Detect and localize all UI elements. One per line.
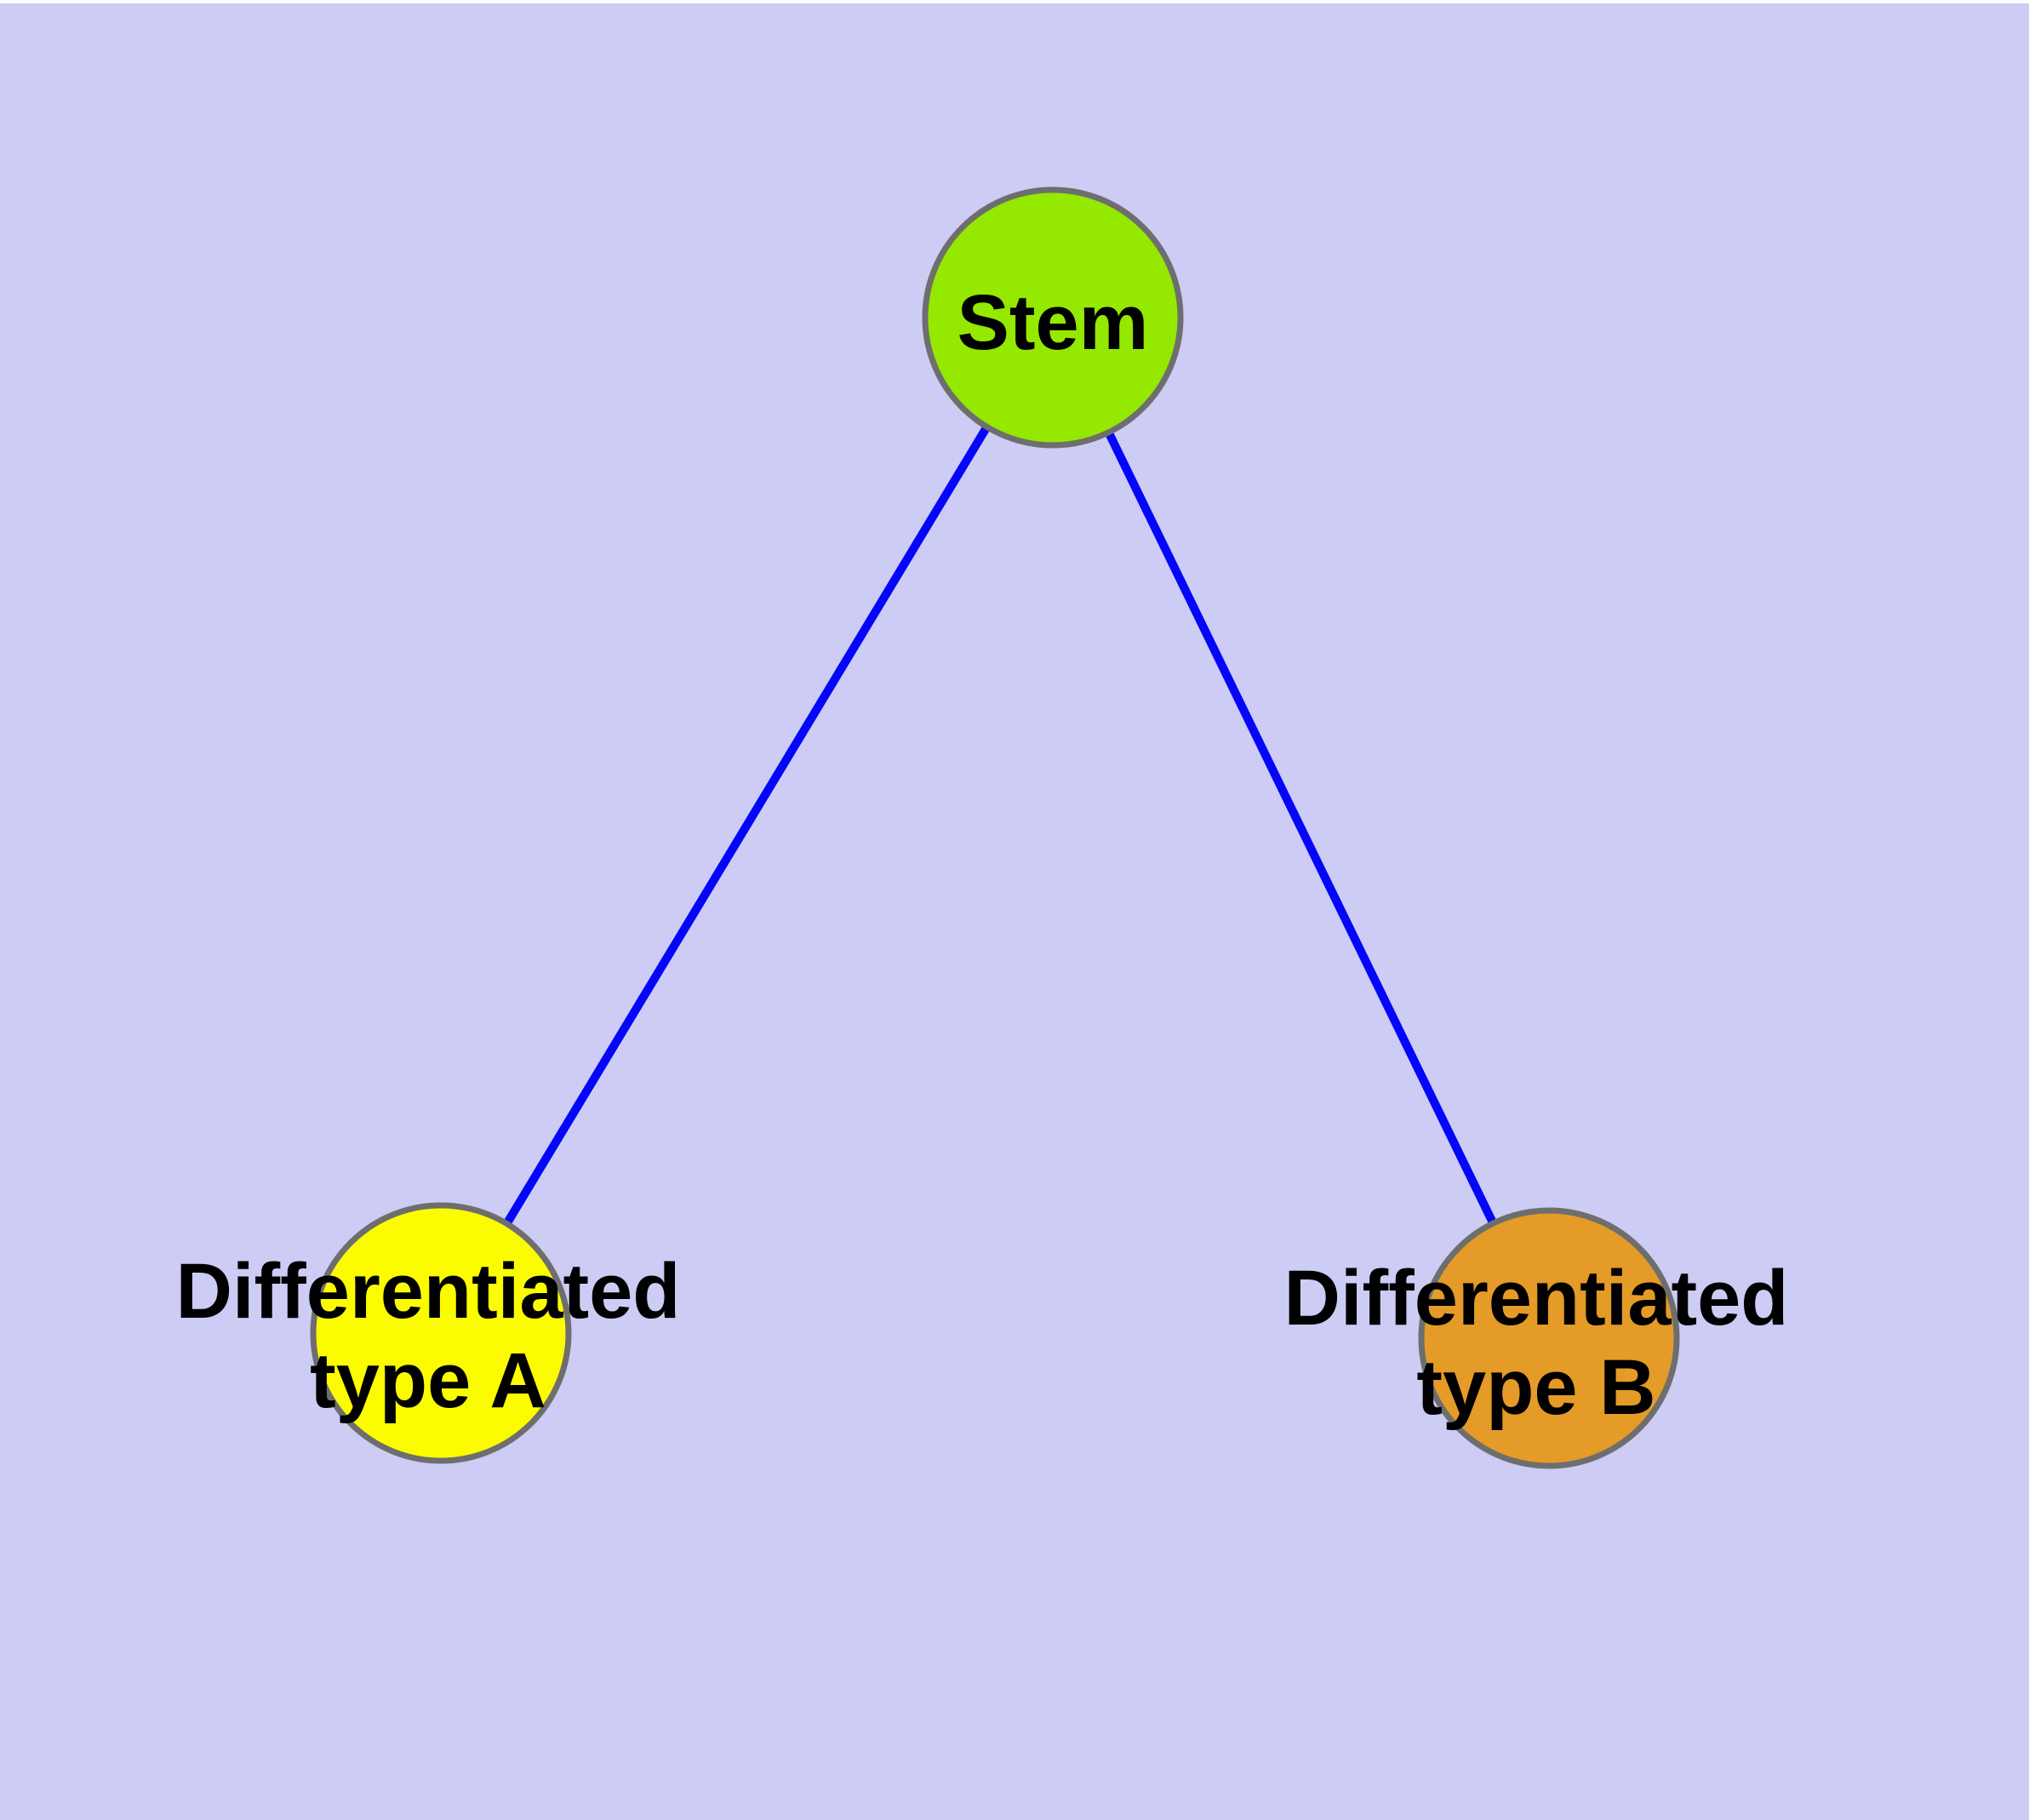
node-type-a-label-line2: type A (310, 1337, 546, 1424)
node-differentiated-type-a (310, 1202, 572, 1464)
node-stem (922, 186, 1184, 449)
edge-stem-to-type-b (1049, 315, 1553, 1341)
node-stem-label: Stem (957, 279, 1149, 366)
node-type-b-label-line2: type B (1416, 1344, 1655, 1431)
node-differentiated-type-b (1418, 1207, 1680, 1469)
node-type-a-label-line1: Differentiated (176, 1248, 681, 1335)
node-type-b-label-line1: Differentiated (1284, 1255, 1789, 1342)
edge-stem-to-type-a (437, 315, 1057, 1336)
